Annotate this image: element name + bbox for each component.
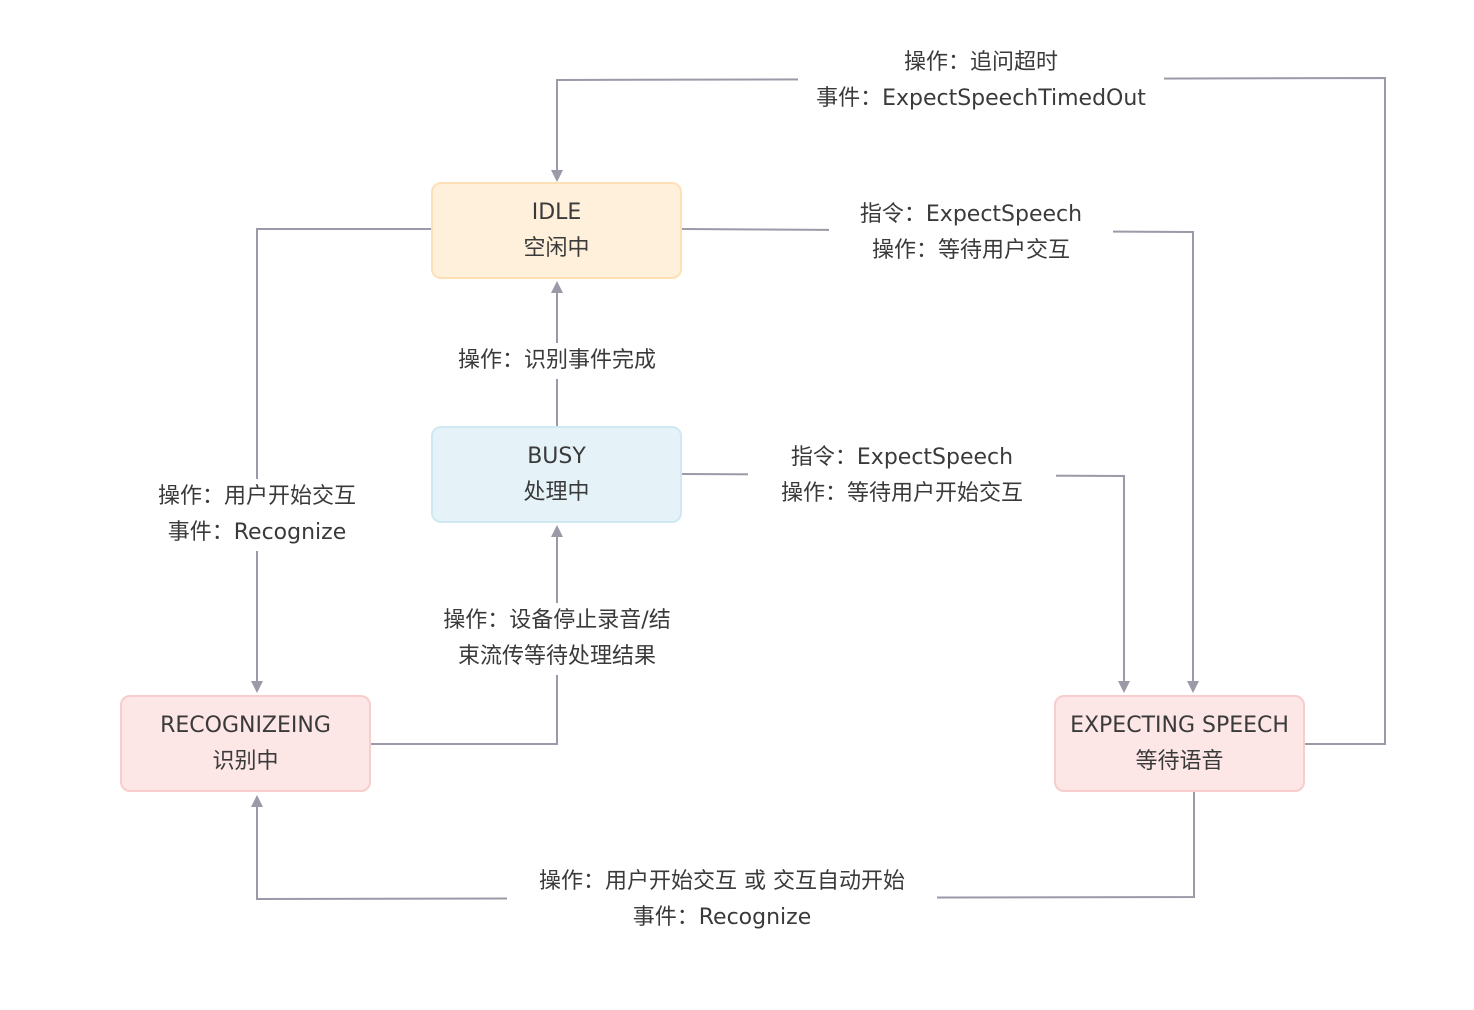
edge-expect-to-idle [551,76,1386,745]
label-idle-to-expect: 指令：ExpectSpeech 操作：等待用户交互 [829,197,1113,269]
label-idle-to-expect-line1: 指令：ExpectSpeech [859,202,1083,227]
label-expect-timeout-line1: 操作：追问超时 [903,50,1058,75]
label-expect-to-reco-line2: 事件：Recognize [632,905,812,930]
label-busy-to-expect: 指令：ExpectSpeech 操作：等待用户开始交互 [748,440,1056,512]
label-expect-to-reco-line1: 操作：用户开始交互 或 交互自动开始 [539,869,905,894]
state-recognizing-title: RECOGNIZEING [160,712,331,738]
label-reco-to-busy-line2: 束流传等待处理结果 [457,644,656,669]
edge-idle-to-reco [251,228,431,693]
label-idle-to-reco-line1: 操作：用户开始交互 [157,484,356,509]
label-busy-to-idle: 操作：识别事件完成 [438,343,676,379]
label-expect-to-reco: 操作：用户开始交互 或 交互自动开始 事件：Recognize [507,864,937,936]
state-recognizing-subtitle: 识别中 [212,748,279,774]
state-idle-title: IDLE [531,199,582,225]
state-recognizing: RECOGNIZEING 识别中 [120,695,371,792]
label-idle-to-reco-line2: 事件：Recognize [167,520,347,545]
state-idle-subtitle: 空闲中 [523,235,590,261]
label-busy-to-idle-line1: 操作：识别事件完成 [457,348,656,373]
label-idle-to-expect-line2: 操作：等待用户交互 [871,238,1070,263]
state-expecting-subtitle: 等待语音 [1135,748,1224,774]
state-busy-subtitle: 处理中 [523,479,590,505]
state-expecting-title: EXPECTING SPEECH [1070,712,1289,738]
state-idle: IDLE 空闲中 [431,182,682,279]
label-busy-to-expect-line1: 指令：ExpectSpeech [790,445,1014,470]
label-expect-timeout: 操作：追问超时 事件：ExpectSpeechTimedOut [798,45,1164,117]
state-busy: BUSY 处理中 [431,426,682,523]
label-reco-to-busy: 操作：设备停止录音/结 束流传等待处理结果 [420,603,694,675]
state-busy-title: BUSY [527,443,586,469]
label-idle-to-reco: 操作：用户开始交互 事件：Recognize [139,479,375,551]
label-busy-to-expect-line2: 操作：等待用户开始交互 [780,481,1023,506]
state-expecting-speech: EXPECTING SPEECH 等待语音 [1054,695,1305,792]
label-reco-to-busy-line1: 操作：设备停止录音/结 [443,608,671,633]
label-expect-timeout-line2: 事件：ExpectSpeechTimedOut [816,86,1146,111]
edge-reco-to-busy [371,525,563,745]
